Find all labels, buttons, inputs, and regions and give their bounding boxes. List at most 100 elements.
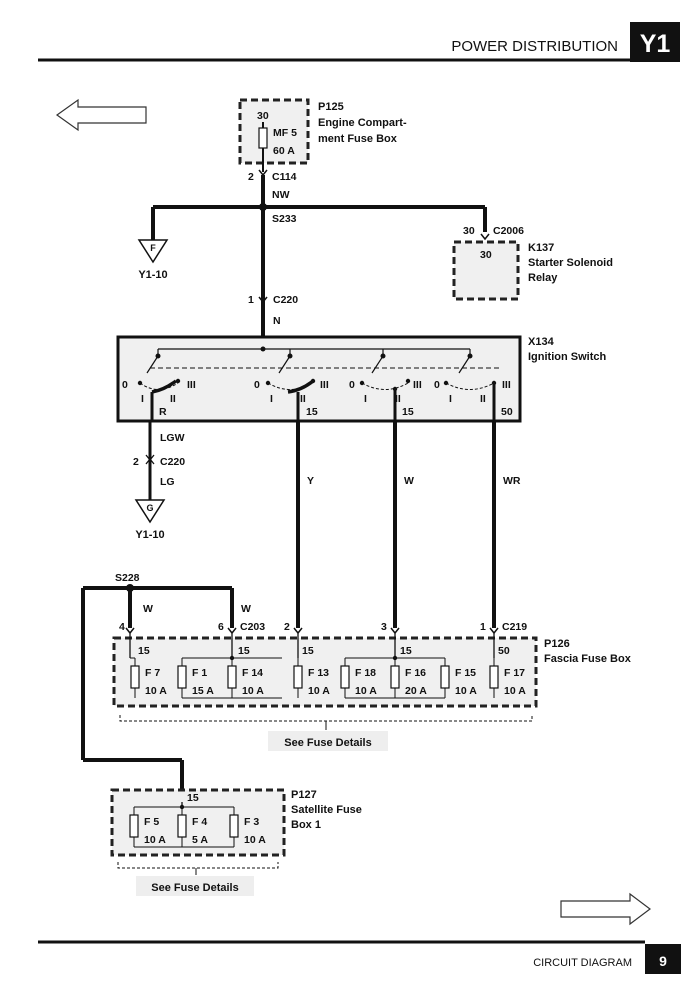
c219-pin-a: 2 bbox=[284, 621, 290, 633]
page-title: POWER DISTRIBUTION bbox=[451, 38, 618, 55]
s233-splice-dot bbox=[259, 203, 267, 211]
p126-fuse-icon bbox=[177, 665, 187, 689]
c220-top-connector-icon bbox=[258, 296, 268, 304]
p125-id: P125 bbox=[318, 101, 344, 113]
p125-pin: 30 bbox=[257, 110, 269, 122]
k137-pin: 30 bbox=[480, 249, 492, 261]
p125-name-line1: Engine Compart- bbox=[318, 117, 407, 129]
p126-fuse-name: F 7 bbox=[145, 667, 160, 679]
x134-out-r: R bbox=[159, 406, 167, 418]
footer-label: CIRCUIT DIAGRAM bbox=[533, 957, 632, 969]
footer: CIRCUIT DIAGRAM 9 bbox=[38, 940, 681, 974]
p127-see-fuse-details-link[interactable]: See Fuse Details bbox=[151, 882, 238, 894]
x134-out-50: 50 bbox=[501, 406, 513, 418]
p126-fuse-rating: 10 A bbox=[145, 685, 167, 697]
k137-id: K137 bbox=[528, 242, 554, 254]
p125-rating: 60 A bbox=[273, 145, 295, 157]
page-number: 9 bbox=[659, 953, 667, 969]
x134-name: Ignition Switch bbox=[528, 351, 606, 363]
p126-fuse-icon bbox=[293, 665, 303, 689]
x134-c4-posII: II bbox=[480, 393, 486, 405]
p126-fuse-name: F 15 bbox=[455, 667, 476, 679]
x134-out-15a: 15 bbox=[306, 406, 318, 418]
c220-top-id: C220 bbox=[273, 294, 298, 306]
p126-feed-5: 50 bbox=[498, 645, 510, 657]
c2006-connector-icon bbox=[480, 233, 490, 241]
p126-fuse-icon bbox=[227, 665, 237, 689]
p126-fuse-rating: 10 A bbox=[504, 685, 526, 697]
c203-pin-a: 4 bbox=[119, 621, 125, 633]
p126-fuse-name: F 1 bbox=[192, 667, 207, 679]
c203-id: C203 bbox=[240, 621, 265, 633]
p127-fuse-rating: 10 A bbox=[244, 834, 266, 846]
c114-pin: 2 bbox=[248, 171, 254, 183]
p127-fuse-name: F 4 bbox=[192, 816, 207, 828]
s228-label: S228 bbox=[115, 572, 140, 584]
p126-fuse-name: F 17 bbox=[504, 667, 525, 679]
wire-y-label: Y bbox=[307, 475, 314, 487]
x134-c1-posIII: III bbox=[187, 379, 196, 391]
x134-c2-posIII: III bbox=[320, 379, 329, 391]
p127-fuse-icon bbox=[229, 814, 239, 838]
p126-fuse-rating: 10 A bbox=[308, 685, 330, 697]
c220-bottom-wire-color: LG bbox=[160, 476, 175, 488]
p127-satellite-fuse-box: 15 F 510 AF 45 AF 310 A bbox=[110, 788, 286, 857]
ref-f-page[interactable]: Y1-10 bbox=[138, 269, 167, 281]
fuse-mf5-icon bbox=[258, 127, 268, 149]
x134-c2-posII: II bbox=[300, 393, 306, 405]
x134-c3-pos0: 0 bbox=[349, 379, 355, 391]
p126-name: Fascia Fuse Box bbox=[544, 653, 632, 665]
p126-fuse-icon bbox=[489, 665, 499, 689]
x134-c1-pos0: 0 bbox=[122, 379, 128, 391]
previous-page-arrow-icon[interactable] bbox=[55, 98, 147, 132]
p126-fuse-rating: 10 A bbox=[355, 685, 377, 697]
x134-c2-posI: I bbox=[270, 393, 273, 405]
c219-pin-b: 3 bbox=[381, 621, 387, 633]
ref-f-triangle-icon bbox=[137, 239, 169, 264]
k137-name-line2: Relay bbox=[528, 272, 558, 284]
p126-feed-3: 15 bbox=[302, 645, 314, 657]
p126-feed-1: 15 bbox=[138, 645, 150, 657]
p127-fuse-name: F 5 bbox=[144, 816, 159, 828]
c220-top-wire-color: N bbox=[273, 315, 281, 327]
x134-c2-pos0: 0 bbox=[254, 379, 260, 391]
c203-pin-b: 6 bbox=[218, 621, 224, 633]
x134-c4-posIII: III bbox=[502, 379, 511, 391]
wire-wr-label: WR bbox=[503, 475, 521, 487]
p126-fuse-name: F 16 bbox=[405, 667, 426, 679]
x134-c4-posI: I bbox=[449, 393, 452, 405]
x134-c3-posI: I bbox=[364, 393, 367, 405]
p126-fuse-icon bbox=[440, 665, 450, 689]
header: POWER DISTRIBUTION Y1 bbox=[38, 22, 680, 62]
c220-bottom-pin: 2 bbox=[133, 456, 139, 468]
ref-g-page[interactable]: Y1-10 bbox=[135, 529, 164, 541]
p126-fuse-rating: 15 A bbox=[192, 685, 214, 697]
p126-fuse-name: F 13 bbox=[308, 667, 329, 679]
c114-wire-color: NW bbox=[272, 189, 290, 201]
x134-id: X134 bbox=[528, 336, 555, 348]
x134-c3-posIII: III bbox=[413, 379, 422, 391]
p127-fuse-rating: 5 A bbox=[192, 834, 208, 846]
c114-id: C114 bbox=[272, 171, 297, 183]
next-page-arrow-icon[interactable] bbox=[560, 892, 651, 926]
wire-lgw-label: LGW bbox=[160, 432, 185, 444]
p126-see-fuse-details-link[interactable]: See Fuse Details bbox=[284, 737, 371, 749]
p127-fuse-rating: 10 A bbox=[144, 834, 166, 846]
ref-f-letter: F bbox=[150, 243, 156, 253]
p125-name-line2: ment Fuse Box bbox=[318, 133, 398, 145]
p126-fuse-rating: 10 A bbox=[242, 685, 264, 697]
p126-feed-4: 15 bbox=[400, 645, 412, 657]
p125-fuse: MF 5 bbox=[273, 127, 297, 139]
c2006-id: C2006 bbox=[493, 225, 524, 237]
c203-wire-b: W bbox=[241, 603, 251, 615]
x134-ignition-switch: 0 I II III 0 I II III 0 I II III 0 I II … bbox=[116, 335, 522, 423]
c220-bottom-connector-icon bbox=[145, 454, 155, 465]
x134-c1-posII: II bbox=[170, 393, 176, 405]
c219-pin-c: 1 bbox=[480, 621, 486, 633]
x134-c3-posII: II bbox=[395, 393, 401, 405]
section-badge: Y1 bbox=[640, 30, 671, 58]
x134-c4-pos0: 0 bbox=[434, 379, 440, 391]
p127-fuse-icon bbox=[129, 814, 139, 838]
s233-label: S233 bbox=[272, 213, 297, 225]
